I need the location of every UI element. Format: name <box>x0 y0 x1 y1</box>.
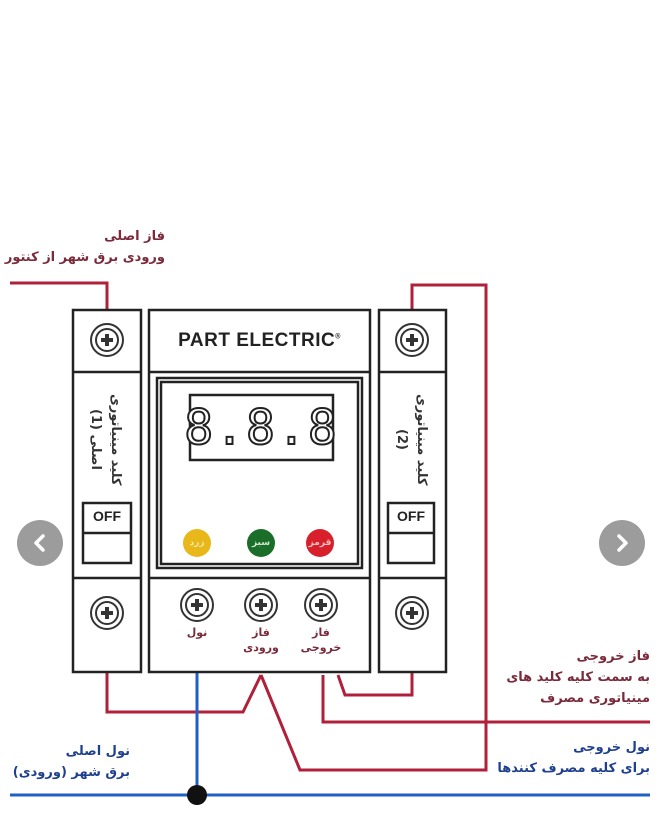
output-phase-wire <box>321 675 650 724</box>
main-neutral-title: نول اصلی <box>65 744 130 759</box>
main-phase-title: فاز اصلی <box>104 229 165 244</box>
seven-segment-display <box>188 393 335 462</box>
screw-icon <box>395 323 429 357</box>
terminal-phase-out-label: فاز خروجی <box>291 625 351 655</box>
screw-icon <box>395 596 429 630</box>
chevron-left-icon <box>34 534 45 552</box>
phase-out-line2: خروجی <box>300 641 342 654</box>
chevron-right-icon <box>617 534 628 552</box>
out-phase-sub2: مینیاتوری مصرف <box>540 691 650 706</box>
breaker2-in-wire <box>336 672 414 697</box>
junction-dot <box>187 785 207 805</box>
out-phase-sub1: به سمت کلیه کلید های <box>506 670 650 685</box>
terminal-phase-in-label: فاز ورودی <box>231 625 291 655</box>
main-phase-label: فاز اصلی ورودی برق شهر از کنتور <box>5 226 165 268</box>
brand-name: PART ELECTRIC <box>178 330 336 351</box>
output-phase-label: فاز خروجی به سمت کلیه کلید های مینیاتوری م… <box>506 646 650 709</box>
brand-logo: PART ELECTRIC® <box>149 330 370 352</box>
led-yellow: زرد <box>183 529 211 557</box>
breaker-1-off-label: OFF <box>93 508 121 524</box>
screw-terminals <box>90 323 429 630</box>
prev-image-button[interactable] <box>17 520 63 566</box>
registered-mark: ® <box>335 333 341 341</box>
breaker-2-label: کلید مینیاتوری (2) <box>391 382 431 497</box>
neutral-wires <box>10 672 650 797</box>
phase-wires <box>10 281 650 772</box>
breaker-1-label: کلید مینیاتوری اصلی (1) <box>85 382 125 497</box>
breaker2-feed-wire <box>259 283 488 772</box>
terminal-neutral-label: نول <box>186 626 208 639</box>
breaker1-out-wire <box>105 672 263 714</box>
screw-icon <box>180 588 214 622</box>
main-phase-wire <box>10 281 109 310</box>
main-phase-sub: ورودی برق شهر از کنتور <box>4 250 165 265</box>
breaker-2-sub: (2) <box>394 429 409 450</box>
screw-icon <box>90 596 124 630</box>
breaker-1-body <box>71 308 143 674</box>
out-neutral-title: نول خروجی <box>573 740 650 755</box>
breaker-2-title: کلید مینیاتوری <box>414 393 429 486</box>
phase-in-line2: ورودی <box>243 641 279 654</box>
breaker-2-off-label: OFF <box>397 508 425 524</box>
led-red: قرمز <box>306 529 334 557</box>
out-neutral-sub: برای کلیه مصرف کنندها <box>497 761 650 776</box>
screw-icon <box>304 588 338 622</box>
next-image-button[interactable] <box>599 520 645 566</box>
breaker-1-sub: اصلی (1) <box>88 409 103 470</box>
breaker-1-title: کلید مینیاتوری <box>108 393 123 486</box>
main-neutral-sub: برق شهر (ورودی) <box>12 765 130 780</box>
led-green: سبز <box>247 529 275 557</box>
screw-icon <box>90 323 124 357</box>
output-neutral-label: نول خروجی برای کلیه مصرف کنندها <box>497 737 650 779</box>
main-neutral-label: نول اصلی برق شهر (ورودی) <box>13 741 130 783</box>
display-value: 8.8.8 <box>183 399 339 457</box>
phase-in-line1: فاز <box>252 626 270 639</box>
phase-out-line1: فاز <box>312 626 330 639</box>
screw-icon <box>244 588 278 622</box>
out-phase-title: فاز خروجی <box>576 649 650 664</box>
